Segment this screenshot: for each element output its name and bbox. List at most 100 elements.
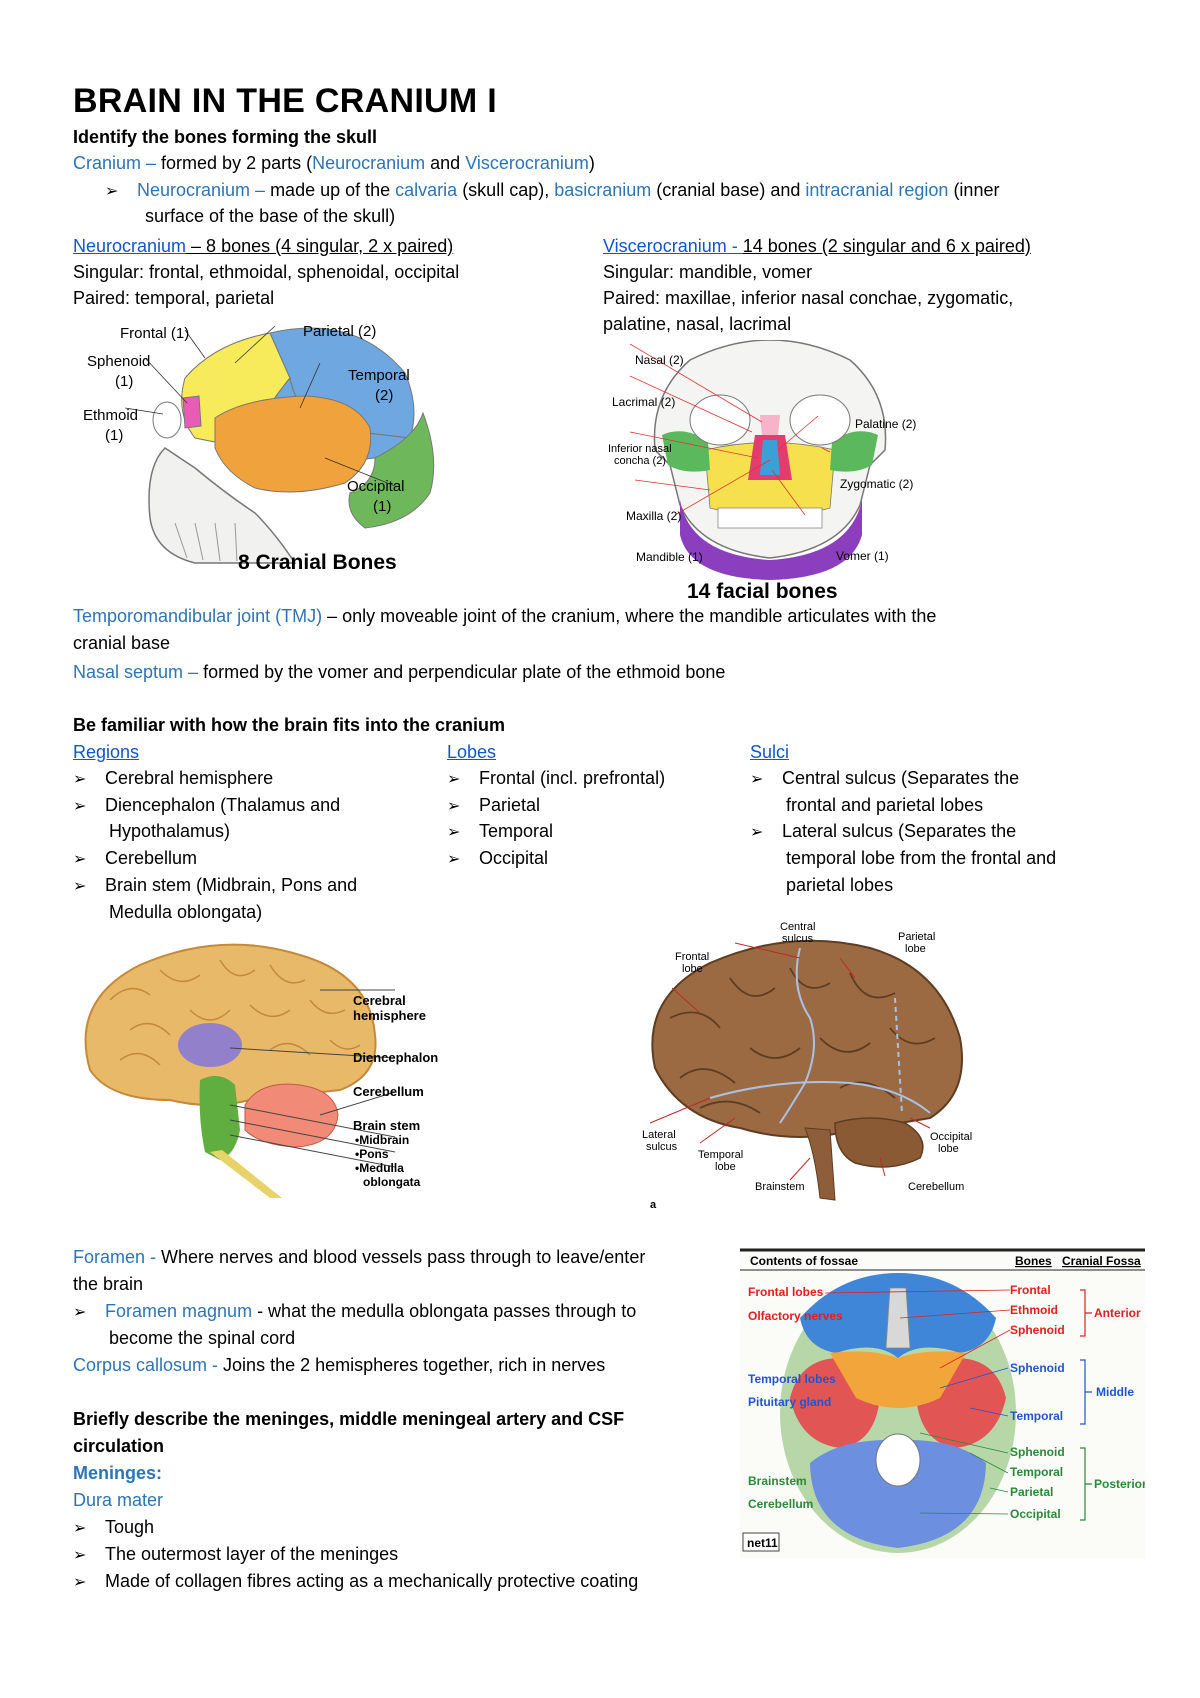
gyri-photo-lines (669, 967, 936, 1114)
bone-sphenoid-mid: Sphenoid (1010, 1361, 1065, 1375)
label-palatine: Palatine (2) (855, 417, 916, 431)
neuro-paired: Paired: temporal, parietal (73, 288, 275, 308)
foramen-line2: the brain (73, 1274, 144, 1294)
dura-item: ➢The outermost layer of the meninges (73, 1541, 398, 1569)
gyri-lines (109, 959, 361, 1066)
skull-face-shape (148, 447, 297, 564)
leader-occipital-post (919, 1512, 1009, 1515)
leader-parietal-lobe (839, 957, 856, 979)
leader-concha (629, 431, 759, 459)
label-vomer: Vomer (1) (836, 549, 889, 563)
tmj-line2: cranial base (73, 633, 171, 653)
label-diencephalon: Diencephalon (353, 1050, 438, 1065)
arrow-bullet-icon: ➢ (73, 1304, 87, 1321)
leader-pons (229, 1119, 396, 1153)
content-brainstem: Brainstem (748, 1474, 807, 1488)
leader-palatine (777, 415, 819, 451)
leader-parietal-post (989, 1487, 1009, 1493)
label-oblongata: oblongata (363, 1175, 421, 1189)
arrow-bullet-icon: ➢ (447, 771, 461, 788)
right-orbit (789, 394, 851, 446)
label-frontal: Frontal (1) (120, 325, 189, 342)
posterior-fossa-shape (810, 1439, 986, 1548)
sphenoid-bone-shape (182, 395, 202, 429)
meninges-subheading: Meninges: (73, 1463, 163, 1483)
left-orbit (689, 394, 751, 446)
label-sphenoid-count: (1) (115, 373, 133, 390)
cerebrum-photo-shape (651, 939, 963, 1138)
label-occipital-lobe-2: lobe (938, 1143, 959, 1155)
arrow-bullet-icon: ➢ (105, 183, 119, 200)
sphenoid-fossa-shape (830, 1351, 966, 1408)
section-heading-skull: Identify the bones forming the skull (73, 127, 378, 147)
sulcus-item-cont: temporal lobe from the frontal and (786, 848, 1057, 868)
leader-brainstem (789, 1157, 811, 1181)
leader-zygomatic (821, 447, 831, 453)
label-pons: •Pons (355, 1147, 389, 1161)
leader-frontal-lobe (671, 987, 701, 1014)
leader-occipital-lobe (909, 1117, 931, 1129)
zygomatic-left-shape (662, 431, 710, 472)
central-sulcus-line (779, 947, 815, 1124)
dura-item: ➢Made of collagen fibres acting as a mec… (73, 1568, 638, 1596)
brace-posterior (1080, 1447, 1092, 1521)
arrow-bullet-icon: ➢ (73, 771, 87, 788)
label-concha-2: concha (2) (614, 455, 666, 467)
arrow-bullet-icon: ➢ (73, 1520, 87, 1537)
label-lateral-sulcus: sulcus (646, 1141, 678, 1153)
brain-lobes-figure: Central sulcus Parietal lobe Frontal lob… (642, 921, 972, 1208)
cribriform-plate-shape (885, 1287, 911, 1349)
leader-vomer (771, 469, 806, 516)
mandible-shape (680, 500, 862, 580)
col-contents-header: Contents of fossae (750, 1254, 858, 1268)
temporal-bone-shape (214, 395, 372, 493)
label-occipital-lobe: Occipital (930, 1131, 972, 1143)
col-fossa-header: Cranial Fossa (1062, 1254, 1141, 1268)
label-zygomatic: Zygomatic (2) (840, 477, 913, 491)
occipital-boundary-line (894, 997, 903, 1114)
label-midbrain: •Midbrain (355, 1133, 409, 1147)
visc-paired: Paired: maxillae, inferior nasal conchae… (603, 288, 1014, 308)
label-nasal: Nasal (2) (635, 353, 684, 367)
label-lacrimal: Lacrimal (2) (612, 395, 675, 409)
arrow-bullet-icon: ➢ (73, 1547, 87, 1564)
bone-ethmoid: Ethmoid (1010, 1303, 1058, 1317)
content-frontal-lobes: Frontal lobes (748, 1285, 824, 1299)
bone-temporal-post: Temporal (1010, 1465, 1063, 1479)
bone-sphenoid-post: Sphenoid (1010, 1445, 1065, 1459)
neurocranium-link[interactable]: Neurocranium (73, 236, 187, 256)
arrow-bullet-icon: ➢ (447, 824, 461, 841)
bone-frontal: Frontal (1010, 1283, 1051, 1297)
region-item: ➢Cerebral hemisphere (73, 765, 273, 793)
bone-temporal-mid: Temporal (1010, 1409, 1063, 1423)
content-pituitary-gland: Pituitary gland (748, 1395, 831, 1409)
facial-bones-figure: Nasal (2) Lacrimal (2) Palatine (2) Infe… (608, 340, 916, 580)
leader-cerebellum (319, 1091, 396, 1116)
leader-sphenoid-ant (939, 1329, 1011, 1369)
brainstem-shape (199, 1076, 240, 1160)
tmj-term: Temporomandibular joint (TMJ) (73, 606, 323, 626)
label-hemisphere: hemisphere (353, 1008, 426, 1023)
vomer-shape (760, 440, 780, 475)
label-ethmoid: Ethmoid (83, 407, 138, 424)
arrow-bullet-icon: ➢ (73, 851, 87, 868)
leader-mandible (674, 459, 771, 516)
neurocranium-bullet: ➢Neurocranium – made up of the calvaria … (105, 177, 999, 205)
leader-lateral-sulcus (649, 1097, 711, 1124)
region-item-cont: Medulla oblongata) (109, 902, 263, 922)
visc-paired-line2: palatine, nasal, lacrimal (603, 314, 792, 334)
leader-maxilla (634, 479, 711, 491)
label-brainstem-photo: Brainstem (755, 1181, 805, 1193)
leader-nasal (629, 343, 763, 423)
cerebrum-shape (84, 943, 377, 1106)
brain-regions-figure: Cerebral hemisphere Diencephalon Cerebel… (84, 943, 438, 1198)
content-cerebellum: Cerebellum (748, 1497, 813, 1511)
label-figure-letter: a (650, 1199, 657, 1208)
zygomatic-right-shape (830, 431, 878, 472)
label-temporal-lobe-2: lobe (715, 1161, 736, 1173)
viscerocranium-link[interactable]: Viscerocranium - (603, 236, 743, 256)
label-frontal-lobe-2: lobe (682, 963, 703, 975)
leader-frontal-bone (824, 1289, 1011, 1294)
tmj-line: Temporomandibular joint (TMJ) – only mov… (73, 606, 937, 626)
bone-parietal-post: Parietal (1010, 1485, 1053, 1499)
